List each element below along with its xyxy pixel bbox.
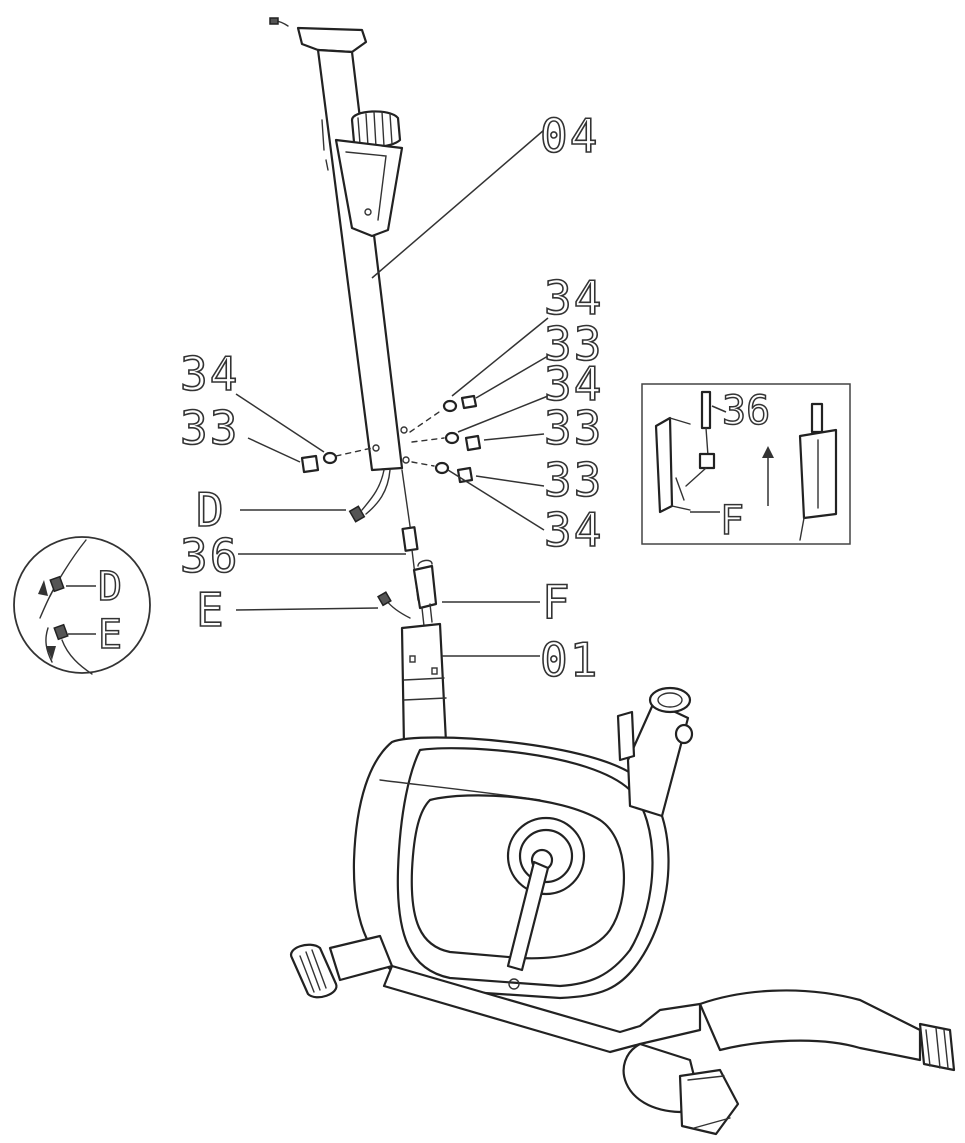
detail-inset-wires: D E [13, 536, 151, 675]
label-36: 36 [180, 529, 239, 583]
label-33-b: 33 [544, 401, 603, 455]
inset-label-d: D [98, 564, 122, 610]
inset-label-e: E [98, 612, 122, 658]
wiring [348, 469, 438, 627]
label-33-a: 33 [544, 317, 603, 371]
detail-inset-connector: 36 F [641, 383, 851, 545]
label-f: F [542, 575, 572, 629]
label-d: D [196, 483, 226, 537]
label-04: 04 [540, 109, 599, 163]
upright-post [269, 17, 410, 472]
main-frame [290, 622, 956, 1136]
label-34-b: 34 [544, 357, 603, 411]
label-e: E [196, 583, 226, 637]
label-34-a: 34 [544, 271, 603, 325]
label-34-d: 34 [180, 347, 239, 401]
label-01: 01 [540, 633, 599, 687]
fasteners [300, 394, 482, 484]
label-34-c: 34 [544, 503, 603, 557]
callouts: 04 34 33 34 33 33 34 34 33 D 36 E F 01 [179, 108, 603, 688]
label-33-d: 33 [180, 401, 239, 455]
inset-label-36: 36 [722, 388, 770, 434]
label-33-c: 33 [544, 453, 603, 507]
inset-label-f: F [720, 498, 744, 544]
